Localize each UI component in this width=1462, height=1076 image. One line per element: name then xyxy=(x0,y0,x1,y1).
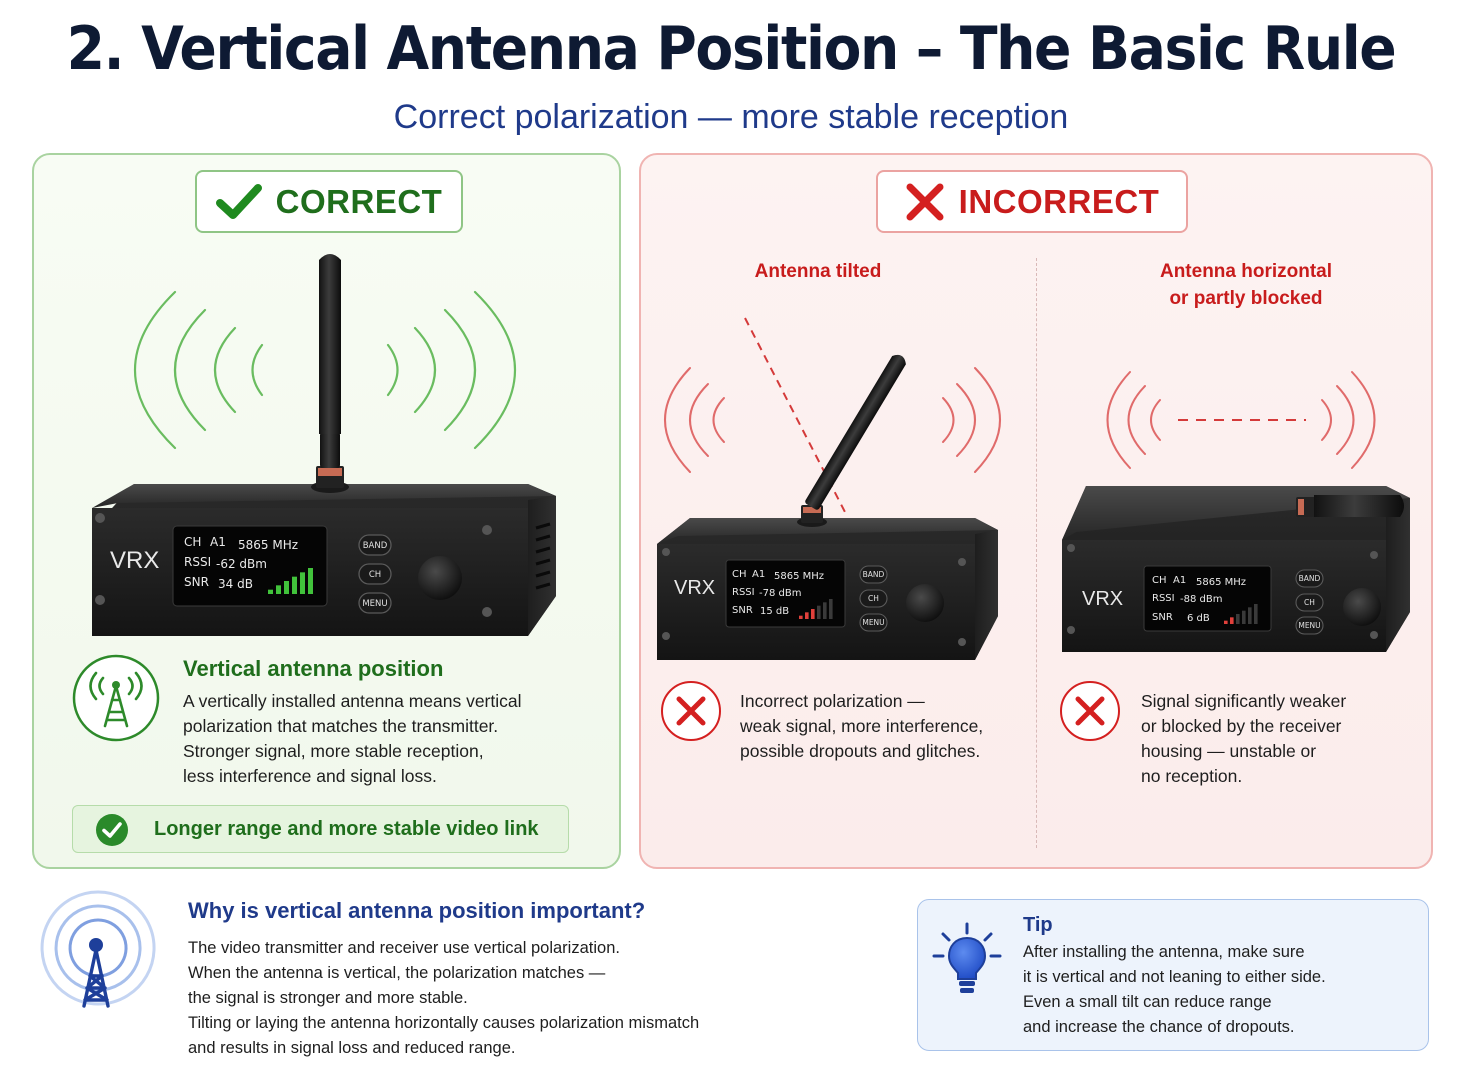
signal-bar xyxy=(1242,610,1246,624)
page-subtitle: Correct polarization — more stable recep… xyxy=(393,98,1069,136)
highlight-text: Longer range and more stable video link xyxy=(154,818,539,840)
correct-heading: Vertical antenna position xyxy=(183,656,444,681)
signal-bar xyxy=(1236,614,1240,624)
why-heading: Why is vertical antenna position importa… xyxy=(188,898,646,923)
signal-bar xyxy=(1230,617,1234,624)
signal-bar xyxy=(1254,604,1258,624)
menu-button-label: MENU xyxy=(862,618,884,627)
signal-bar xyxy=(811,609,815,619)
ch-button-label: CH xyxy=(868,594,879,603)
antenna-tower-icon xyxy=(40,890,156,1008)
checkmark-icon xyxy=(215,183,262,219)
antenna-horizontal xyxy=(1296,495,1404,517)
svg-text:34 dB: 34 dB xyxy=(218,577,253,591)
ch-button-label: CH xyxy=(1304,598,1315,607)
rotary-knob xyxy=(418,556,462,600)
svg-text:A1: A1 xyxy=(1173,575,1186,586)
ch-button-label: CH xyxy=(369,570,381,580)
tilted-description: Incorrect polarization — weak signal, mo… xyxy=(740,691,984,761)
svg-text:-78 dBm: -78 dBm xyxy=(759,588,801,599)
tip-heading: Tip xyxy=(1023,914,1053,936)
svg-text:RSSI: RSSI xyxy=(732,587,755,598)
incorrect-badge-label: INCORRECT xyxy=(958,182,1160,220)
correct-highlight: Longer range and more stable video link xyxy=(72,805,569,853)
lightbulb-icon xyxy=(932,922,1002,993)
svg-text:-88 dBm: -88 dBm xyxy=(1180,594,1222,605)
correct-illustration: VRX CH A1 5865 MHz RSSI -62 dBm SNR 34 d… xyxy=(92,254,556,636)
correct-badge-label: CORRECT xyxy=(275,182,443,220)
svg-text:RSSI: RSSI xyxy=(184,555,211,569)
tip-box: Tip After installing the antenna, make s… xyxy=(917,899,1429,1051)
svg-text:-62 dBm: -62 dBm xyxy=(216,557,267,571)
antenna-tilted xyxy=(797,354,906,527)
svg-text:CH: CH xyxy=(732,569,747,580)
signal-strength-bars xyxy=(799,599,833,619)
why-description: The video transmitter and receiver use v… xyxy=(188,939,700,1057)
signal-bar xyxy=(829,599,833,619)
device-brand-label: VRX xyxy=(674,577,715,599)
signal-bar xyxy=(276,585,281,594)
rotary-knob xyxy=(1343,588,1381,626)
page-title: 2. Vertical Antenna Position – The Basic… xyxy=(66,14,1397,84)
menu-button-label: MENU xyxy=(362,599,387,609)
signal-strength-bars xyxy=(268,568,313,594)
tilted-label: Antenna tilted xyxy=(754,261,882,282)
band-button-label: BAND xyxy=(363,541,388,551)
cross-circle-icon xyxy=(661,681,721,741)
device-brand-label: VRX xyxy=(1082,588,1123,610)
vrx-receiver-device: VRX CH A1 5865 MHz RSSI -78 dBm SNR 15 d… xyxy=(657,518,998,660)
correct-description: A vertically installed antenna means ver… xyxy=(183,691,522,786)
svg-text:6 dB: 6 dB xyxy=(1187,613,1210,624)
tip-description: After installing the antenna, make sure … xyxy=(1023,943,1326,1036)
svg-text:5865 MHz: 5865 MHz xyxy=(774,571,824,582)
signal-waves-icon xyxy=(134,290,516,450)
signal-bar xyxy=(268,589,273,594)
rotary-knob xyxy=(906,584,944,622)
incorrect-badge: INCORRECT xyxy=(876,170,1188,233)
signal-bar xyxy=(1224,620,1228,624)
svg-text:CH: CH xyxy=(184,535,201,549)
svg-text:5865 MHz: 5865 MHz xyxy=(1196,577,1246,588)
svg-text:RSSI: RSSI xyxy=(1152,593,1175,604)
menu-button-label: MENU xyxy=(1298,621,1320,630)
check-circle-icon xyxy=(96,814,128,846)
vrx-receiver-device: VRX CH A1 5865 MHz RSSI -62 dBm SNR 34 d… xyxy=(92,484,556,636)
svg-text:15 dB: 15 dB xyxy=(760,606,789,617)
correct-badge: CORRECT xyxy=(195,170,463,233)
svg-text:A1: A1 xyxy=(752,569,765,580)
svg-text:SNR: SNR xyxy=(1152,612,1173,623)
svg-text:SNR: SNR xyxy=(184,575,209,589)
signal-bar xyxy=(292,576,297,594)
device-brand-label: VRX xyxy=(110,547,159,574)
cross-icon xyxy=(906,183,944,220)
signal-bar xyxy=(799,615,803,619)
band-button-label: BAND xyxy=(863,570,885,579)
signal-bar xyxy=(308,568,313,594)
signal-bar xyxy=(300,572,305,594)
antenna-signal-icon xyxy=(72,654,160,742)
panel-divider xyxy=(1036,258,1037,848)
horizontal-label: Antenna horizontal or partly blocked xyxy=(1159,261,1333,309)
horizontal-illustration: VRX CH A1 5865 MHz RSSI -88 dBm SNR 6 dB… xyxy=(1062,371,1410,652)
signal-bar xyxy=(823,602,827,619)
svg-text:SNR: SNR xyxy=(732,605,753,616)
signal-bar xyxy=(1248,607,1252,624)
signal-bar xyxy=(284,581,289,594)
band-button-label: BAND xyxy=(1299,574,1321,583)
signal-strength-bars xyxy=(1224,604,1258,624)
antenna-vertical xyxy=(311,254,349,493)
signal-bar xyxy=(805,612,809,619)
tilted-illustration: VRX CH A1 5865 MHz RSSI -78 dBm SNR 15 d… xyxy=(657,317,1001,660)
svg-text:A1: A1 xyxy=(210,535,226,549)
signal-bar xyxy=(817,605,821,619)
cross-circle-icon xyxy=(1060,681,1120,741)
svg-text:5865 MHz: 5865 MHz xyxy=(238,538,298,552)
svg-text:CH: CH xyxy=(1152,575,1167,586)
horizontal-description: Signal significantly weaker or blocked b… xyxy=(1141,691,1347,786)
